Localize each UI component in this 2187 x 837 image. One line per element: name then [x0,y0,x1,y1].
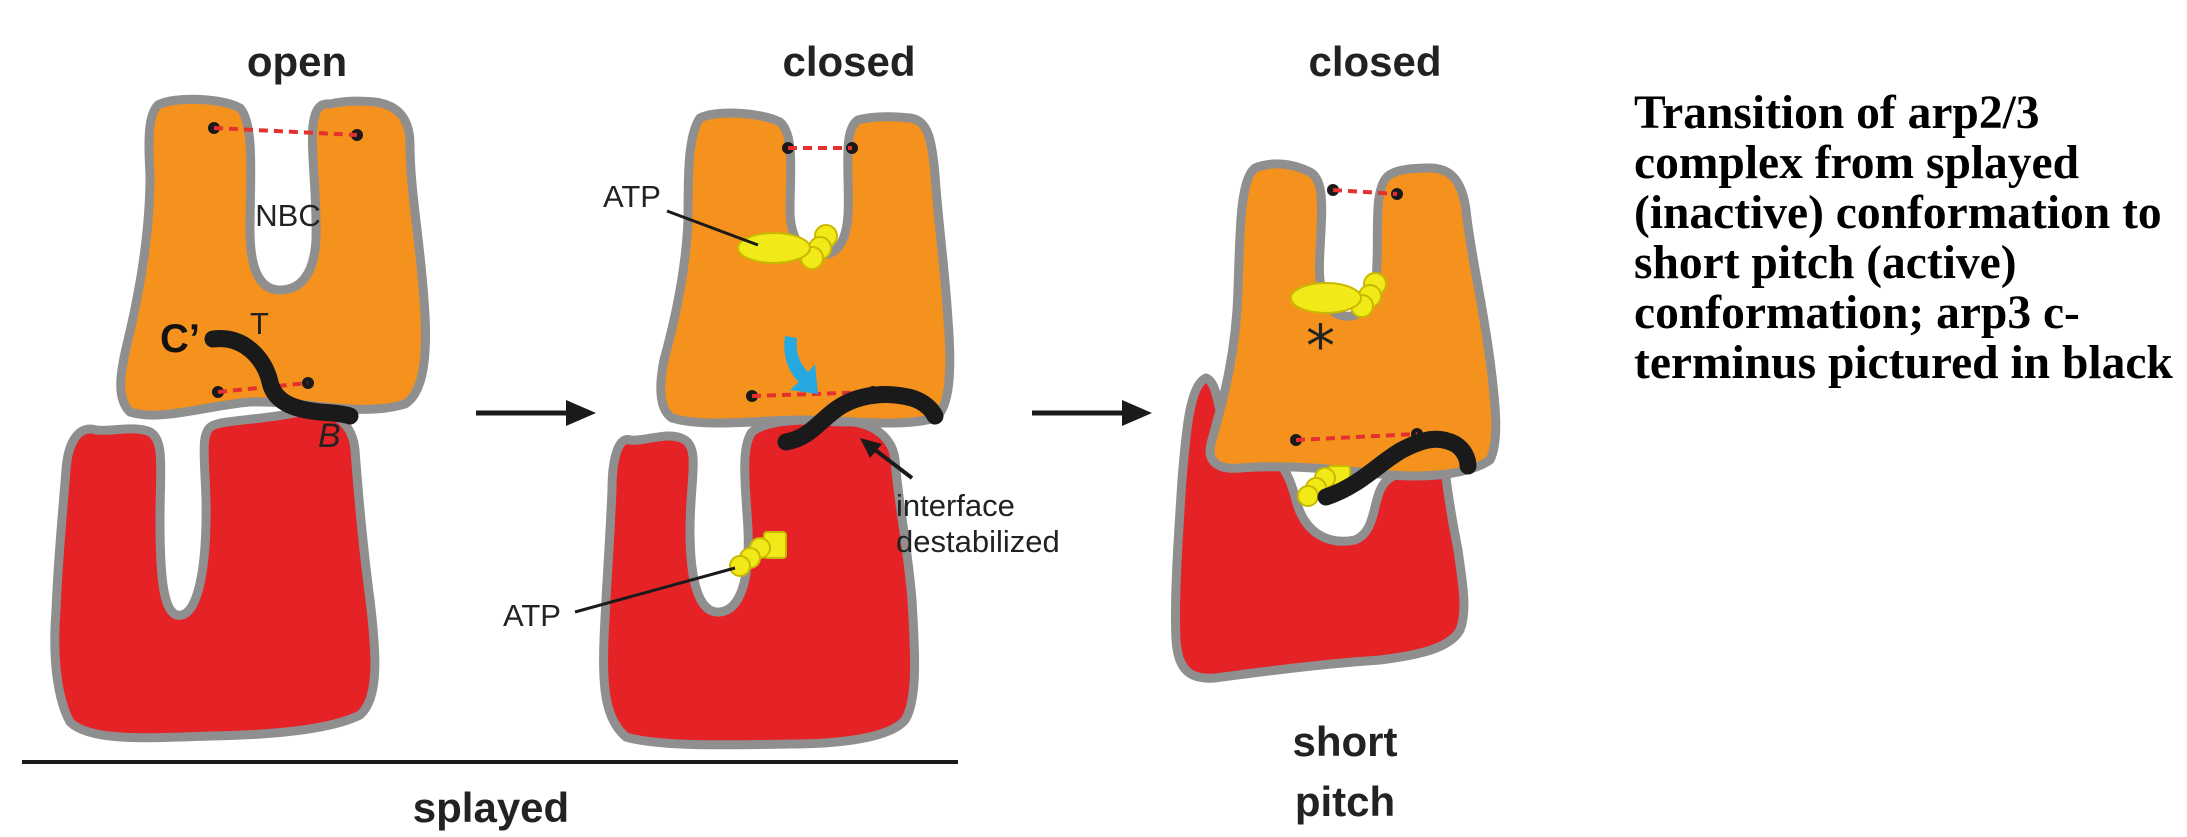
arp3-subunit [1210,164,1496,476]
arp2-subunit [604,420,915,745]
short-label: short [1293,718,1398,765]
t-label: T [250,306,269,341]
panel-closed-header: closed [782,38,915,85]
arp2-subunit [55,410,375,738]
figure-caption: Transition of arp2/3 complex from splaye… [1634,88,2187,388]
atp-label-top: ATP [603,179,661,214]
pitch-label: pitch [1295,778,1395,825]
splayed-label: splayed [413,784,569,831]
asterisk-icon: * [1306,312,1335,380]
panel-closed-splayed: closed ATP interface destabilized [503,38,1060,745]
panel-open: open NBC C’ T B [55,38,426,738]
b-label: B [318,417,341,455]
nbc-label: NBC [255,198,320,233]
c-prime-label: C’ [160,317,200,361]
interface-label-line2: destabilized [896,524,1060,559]
interface-label-line1: interface [896,488,1015,523]
panel-closed-short-pitch: closed * short pitch [1175,38,1495,825]
right-arrow-icon [476,400,596,426]
panel-closed-header: closed [1308,38,1441,85]
panel-open-header: open [247,38,347,85]
right-arrow-icon [1032,400,1152,426]
atp-label-bottom: ATP [503,598,561,633]
